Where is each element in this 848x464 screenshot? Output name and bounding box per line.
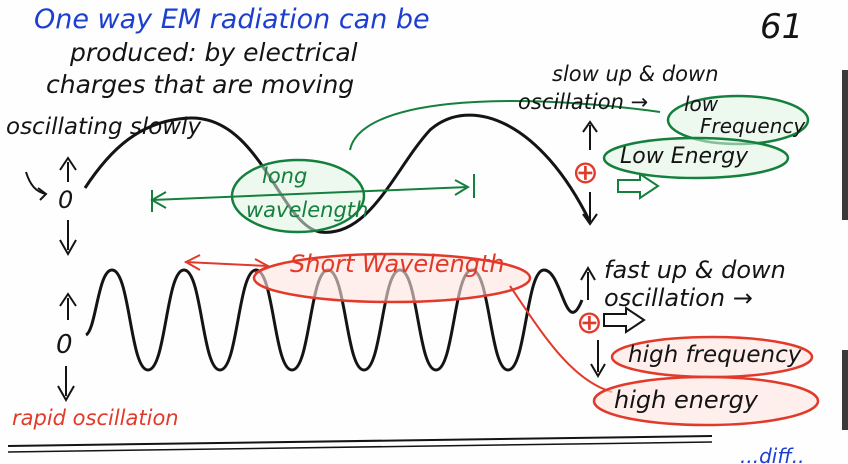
fast-note-line-2: oscillation →: [604, 284, 753, 312]
slow-axis-arrow-up: [59, 156, 77, 182]
short-wavelength-arrow: [184, 261, 269, 267]
short-wavelength-arrow-right-head: [254, 258, 271, 274]
low-energy-ellipse: [602, 136, 790, 180]
fast-hollow-arrow: [603, 306, 646, 334]
footer-fragment: ...diff..: [740, 444, 805, 464]
short-wavelength-arrow-left-head: [183, 254, 201, 271]
slow-axis-zero: 0: [58, 186, 74, 214]
heading-line-2: produced: by electrical: [70, 38, 358, 67]
rapid-oscillation-label: rapid oscillation: [12, 406, 179, 430]
scan-edge-top: [842, 70, 848, 220]
slow-note-line-1: slow up & down: [552, 62, 719, 86]
long-wavelength-arrow-right-head: [454, 174, 475, 198]
heading-line-1: One way EM radiation can be: [34, 4, 430, 35]
long-wavelength-label-1: long: [262, 164, 308, 188]
scan-edge-bottom: [842, 350, 848, 430]
slow-axis-arrow-down: [59, 220, 77, 257]
fast-note-line-1: fast up & down: [604, 256, 786, 284]
slow-wave: [83, 113, 592, 234]
short-wavelength-ellipse: [252, 252, 532, 304]
long-wavelength-label-2: wavelength: [246, 198, 369, 222]
fast-arrow-down: [590, 340, 606, 378]
long-wavelength-arrow-left-head: [149, 190, 167, 212]
fast-axis-zero: 0: [56, 330, 73, 360]
slow-positive-charge: ⊕: [572, 153, 599, 191]
bottom-rule-lower: [7, 441, 713, 453]
high-frequency-label: high frequency: [628, 342, 802, 368]
oscillating-slowly-label: oscillating slowly: [6, 114, 202, 140]
long-wavelength-arrow: [151, 186, 469, 201]
high-energy-label: high energy: [614, 386, 758, 414]
high-energy-ellipse: [592, 375, 820, 427]
short-wavelength-label: Short Wavelength: [290, 250, 505, 278]
bottom-rule-upper: [7, 435, 713, 447]
fast-connector-line: [509, 285, 613, 393]
slow-connector-line: [349, 99, 661, 151]
slow-note-line-2: oscillation →: [518, 90, 649, 114]
low-energy-label: Low Energy: [620, 144, 749, 169]
fast-positive-charge: ⊕: [576, 303, 603, 341]
slow-hollow-arrow: [617, 172, 660, 200]
fast-arrow-up: [580, 266, 596, 300]
fast-axis-arrow-down: [57, 366, 75, 403]
page-number: 61: [760, 7, 804, 47]
fast-axis-arrow-up: [59, 292, 77, 320]
heading-line-3: charges that are moving: [46, 70, 355, 99]
slow-curly-arrow: [25, 171, 48, 201]
low-frequency-label-2: Frequency: [700, 114, 806, 138]
slow-arrow-up: [582, 120, 598, 150]
slow-arrow-down: [582, 192, 598, 226]
low-frequency-label-1: low: [684, 92, 719, 116]
